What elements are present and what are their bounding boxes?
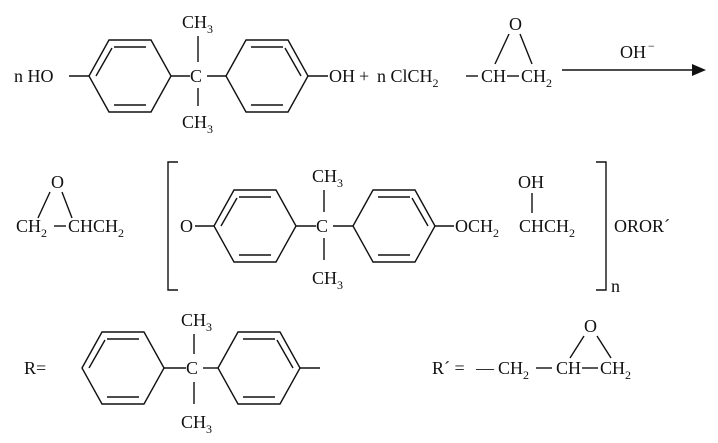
terminal-group: OROR´ [614, 216, 670, 236]
quaternary-carbon: C [190, 66, 202, 86]
ether-oxygen: O [180, 216, 193, 236]
bond [519, 33, 533, 65]
benzene-ring [81, 331, 165, 405]
benzene-ring [225, 39, 309, 113]
plus-sign: + [359, 66, 369, 86]
methyl-group: CH3 [312, 166, 343, 190]
epoxide-oxygen: O [51, 172, 64, 192]
hydroxyl-group: OH [329, 66, 355, 86]
bond [37, 191, 51, 219]
epoxide-ch2: CH2 [600, 358, 631, 382]
methyl-group: CH3 [181, 412, 212, 436]
bond [61, 191, 73, 219]
repeat-bracket-right [596, 161, 607, 291]
r-definition-label: R= [24, 358, 46, 378]
methyl-group: CH3 [182, 112, 213, 136]
epoxide-oxygen: O [584, 316, 597, 336]
methyl-group: CH3 [181, 310, 212, 334]
hydroxy-chain: CHCH2 [519, 216, 575, 240]
dash: — [475, 358, 495, 378]
rprime-ch2: CH2 [498, 358, 529, 382]
quaternary-carbon: C [316, 216, 328, 236]
hydroxyl-group: OH [518, 172, 544, 192]
methyl-group: CH3 [182, 12, 213, 36]
benzene-ring [88, 39, 172, 113]
rprime-definition-label: R´ = [432, 358, 465, 378]
repeat-bracket-left [167, 161, 178, 291]
epoxide-ch: CH [556, 358, 581, 378]
arrow-head [692, 64, 706, 76]
glycidyl-linker: CHCH2 [68, 216, 124, 240]
bond [596, 335, 612, 359]
benzene-ring [352, 189, 436, 263]
epichlorohydrin: n ClCH2 [377, 66, 439, 90]
epoxide-oxygen: O [509, 14, 522, 34]
catalyst: OH− [620, 39, 655, 62]
epoxide-ch2: CH2 [521, 66, 552, 90]
epoxide-ch2: CH2 [16, 216, 47, 240]
bond [569, 335, 585, 359]
bond [494, 33, 510, 65]
benzene-ring [217, 331, 301, 405]
ether-linkage: OCH2 [455, 216, 499, 240]
bisphenol-coefficient: n HO [14, 66, 54, 86]
methyl-group: CH3 [312, 268, 343, 292]
epoxide-ch: CH [481, 66, 506, 86]
repeat-count: n [611, 276, 620, 296]
quaternary-carbon: C [186, 358, 198, 378]
benzene-ring [213, 189, 297, 263]
